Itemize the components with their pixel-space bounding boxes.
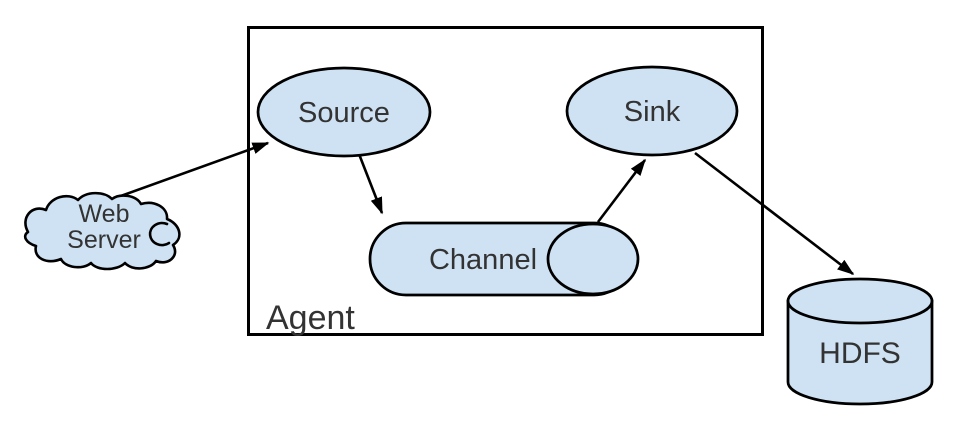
sink-label: Sink	[624, 96, 681, 128]
hdfs-node: HDFS	[786, 277, 934, 406]
arrow-web-server-to-source	[117, 141, 270, 199]
cloud-curl-detail	[148, 221, 171, 247]
hdfs-label: HDFS	[819, 337, 901, 370]
sink-node: Sink	[565, 65, 739, 157]
hdfs-cylinder-top	[786, 277, 934, 325]
arrow-channel-to-sink	[596, 158, 647, 223]
agent-label: Agent	[266, 299, 355, 337]
web-server-label-line1: Web	[79, 200, 130, 228]
sink-ellipse	[565, 65, 739, 157]
arrow-sink-to-hdfs	[694, 151, 855, 276]
arrow-source-to-channel	[357, 153, 384, 215]
web-server-node: Web Server	[23, 191, 181, 271]
source-label: Source	[298, 97, 390, 129]
channel-label: Channel	[429, 244, 537, 276]
web-server-cloud-shape	[23, 191, 181, 271]
channel-end-cap	[546, 222, 640, 296]
web-server-label-line2: Server	[67, 226, 141, 254]
source-ellipse	[256, 66, 432, 158]
source-node: Source	[256, 66, 432, 158]
channel-node: Channel	[368, 221, 640, 297]
hdfs-cylinder-body	[786, 299, 934, 406]
